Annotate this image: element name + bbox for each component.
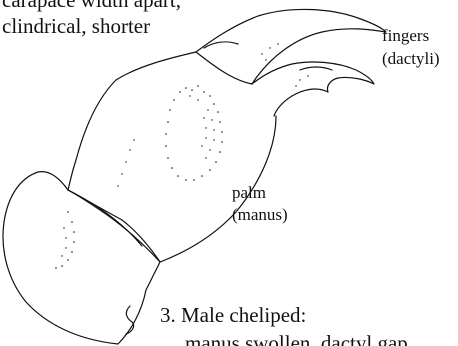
dactyl-teeth-line: [300, 67, 332, 70]
palm-outline: [68, 52, 276, 262]
caption-title: 3. Male cheliped:: [160, 305, 306, 326]
label-dactyli: (dactyli): [382, 50, 440, 67]
carpus-stipple: [55, 211, 75, 269]
label-palm: palm: [232, 184, 266, 201]
header-line-2: clindrical, shorter: [2, 16, 150, 37]
palm-stipple: [117, 85, 223, 187]
movable-finger-outline: [252, 62, 374, 116]
palm-upper-edge: [196, 52, 252, 84]
header-line-1: carapace width apart,: [2, 0, 181, 11]
label-fingers: fingers: [382, 27, 429, 44]
carpus-palm-joint: [68, 190, 142, 246]
caption-detail: manus swollen, dactyl gap: [185, 333, 408, 346]
label-manus: (manus): [232, 206, 288, 223]
